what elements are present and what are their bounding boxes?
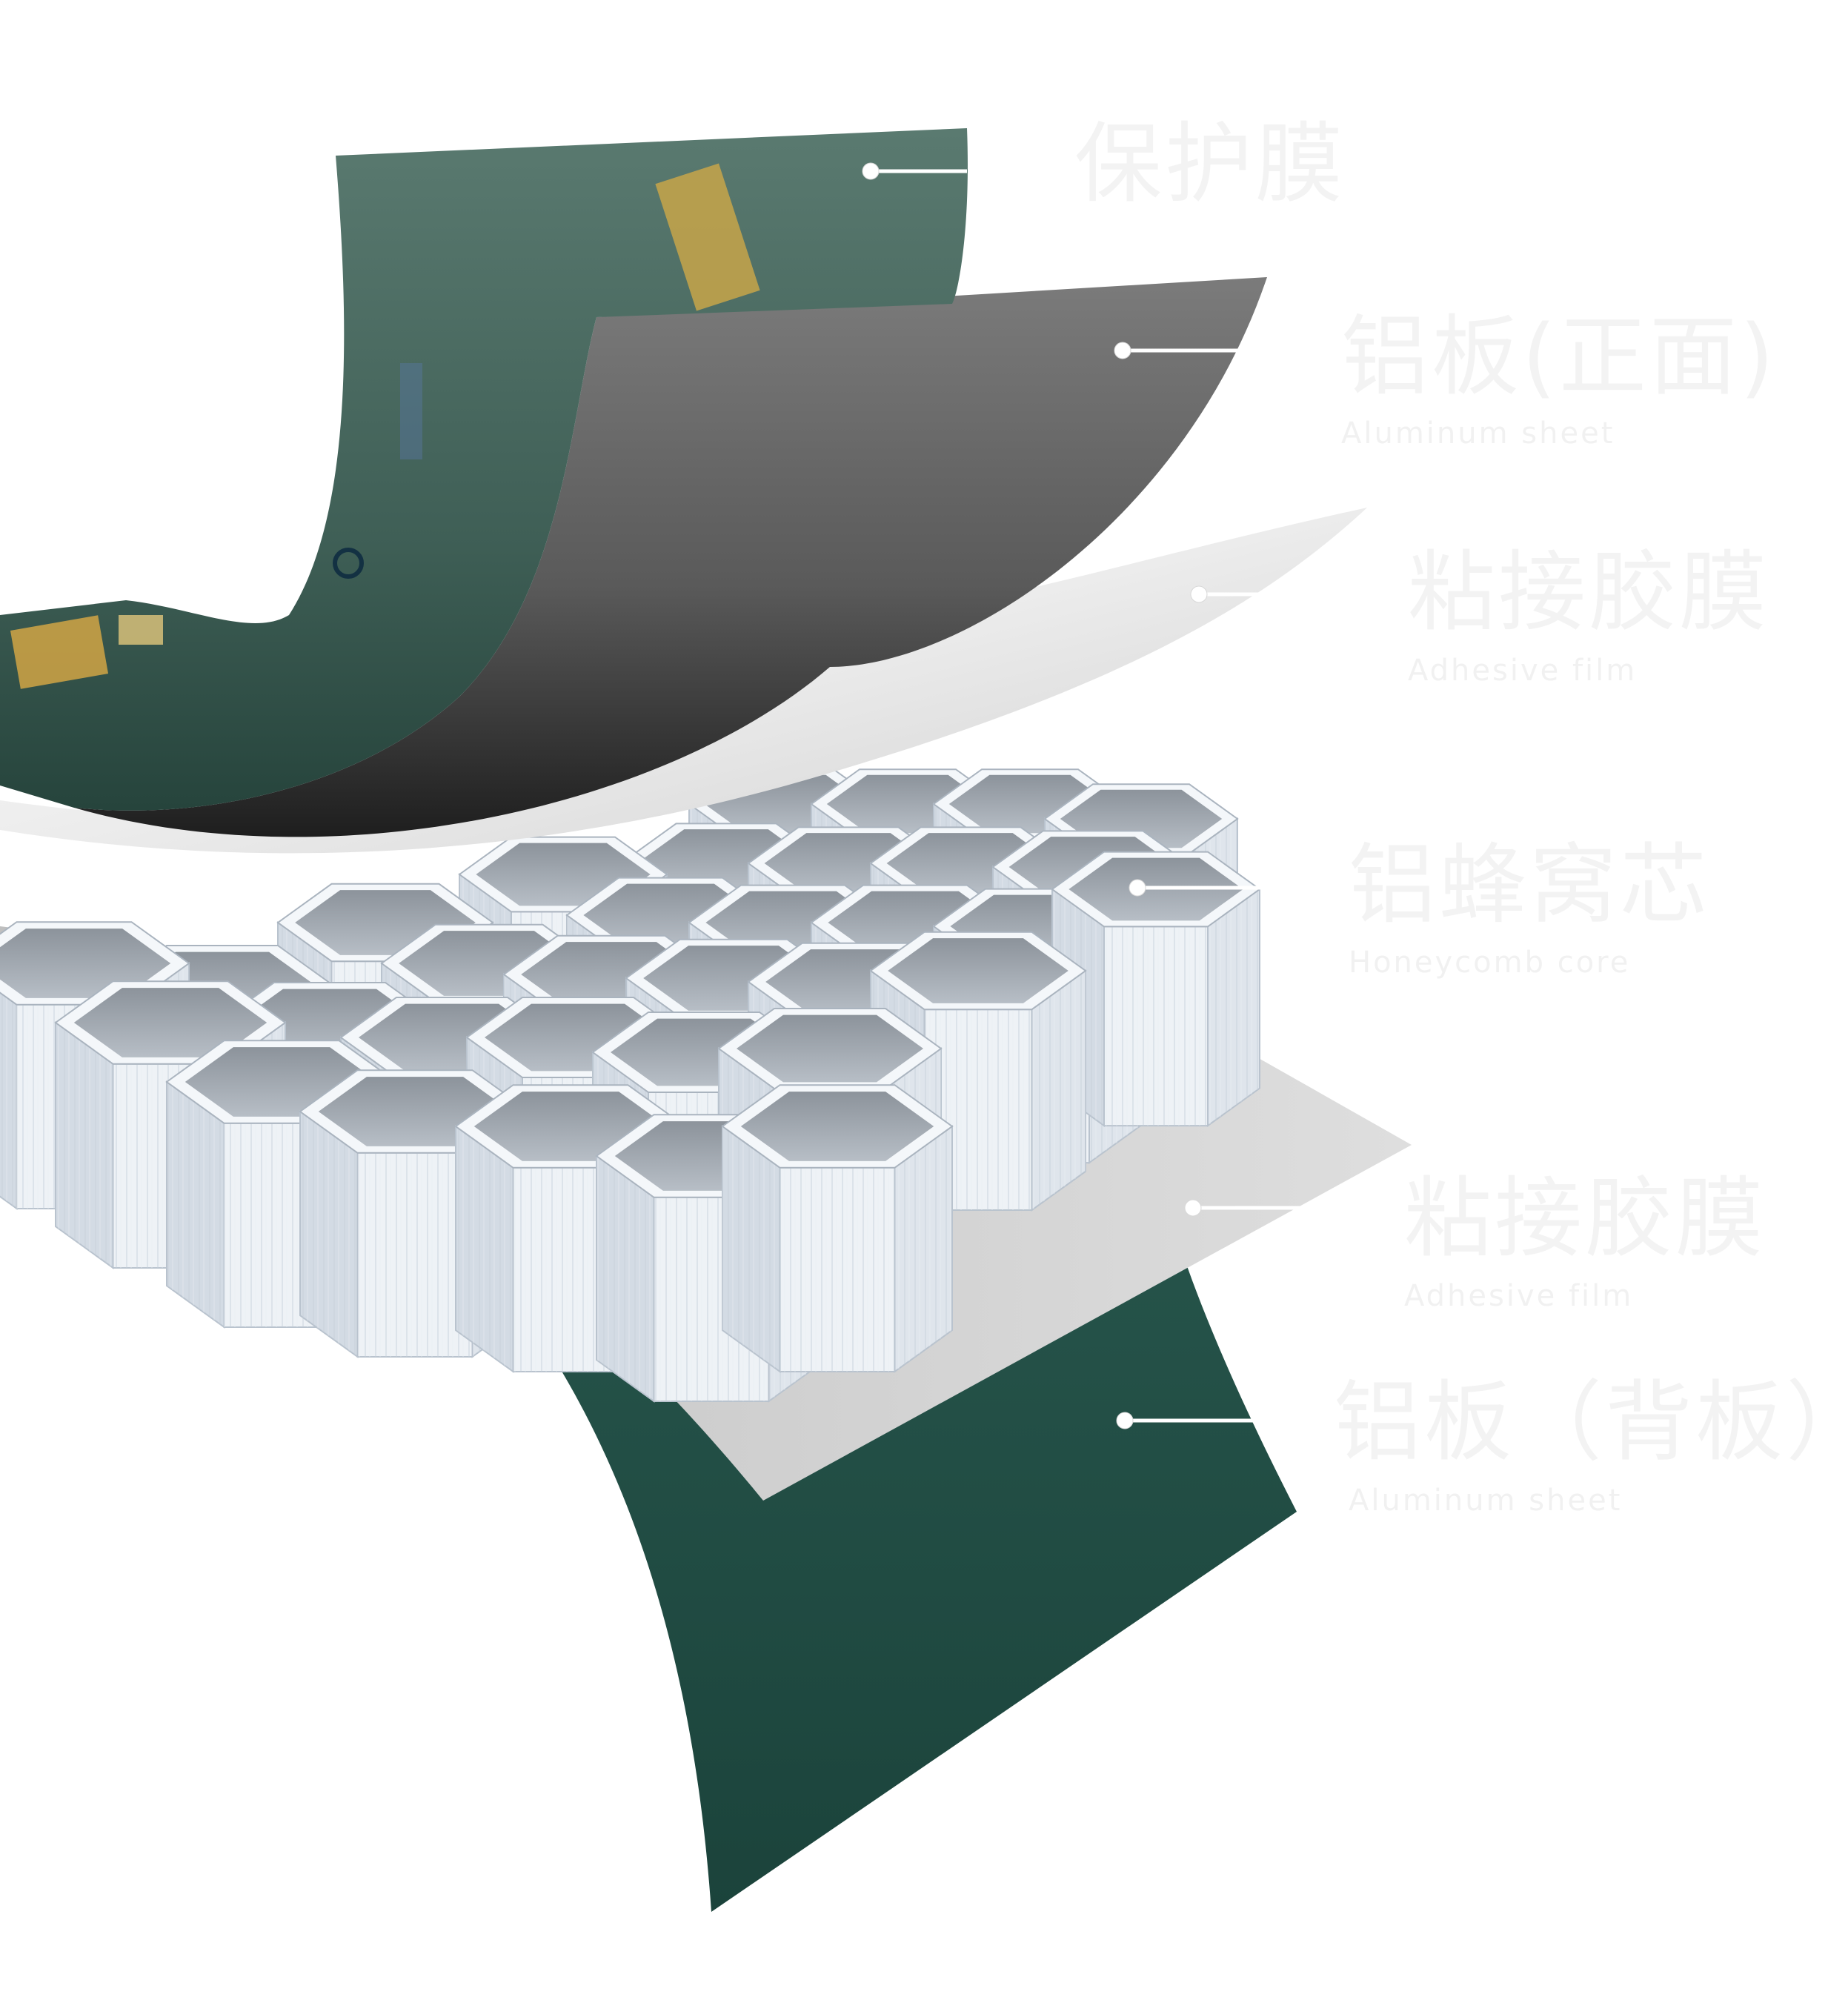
honeycomb-cell-texture [0,992,17,1209]
sublabel-top-adhesive-film: Adhesive film [1408,654,1637,688]
sublabel-bottom-aluminum-sheet: Aluminum sheet [1349,1484,1622,1518]
protective-film-print [10,163,760,689]
honeycomb-cell-texture [780,1167,895,1372]
label-bottom-aluminum-sheet: 铝板（背板） [1334,1371,1848,1473]
honeycomb-cell-opening [73,988,267,1057]
sublabel-bottom-adhesive-film: Adhesive film [1404,1279,1633,1313]
label-honeycomb-core: 铝蜂窝芯 [1349,834,1710,936]
honeycomb-cell-texture [894,1126,952,1372]
callout-lines [862,162,1393,1429]
callout-dot [1129,879,1146,897]
callout-dot [1190,585,1208,603]
honeycomb-cell-texture [56,1023,113,1268]
layer-labels: 保护膜 铝板(正面) Aluminum sheet 粘接胶膜 Adhesive … [1074,113,1848,1518]
honeycomb-cell-texture [456,1126,513,1372]
label-protective-film: 保护膜 [1074,113,1346,215]
callout-dot [1116,1412,1134,1429]
honeycomb-cell-texture [167,1082,225,1327]
label-top-aluminum-sheet: 铝板(正面) [1341,305,1777,408]
sublabel-top-aluminum-sheet: Aluminum sheet [1341,416,1615,451]
callout-dot [862,162,880,180]
honeycomb-cell-texture [1031,971,1086,1211]
honeycomb-cell-texture [1208,889,1260,1126]
honeycomb-cell [721,1084,954,1373]
label-top-adhesive-film: 粘接胶膜 [1408,541,1769,643]
honeycomb-cell-texture [300,1112,358,1357]
honeycomb-cell-texture [1104,926,1208,1126]
honeycomb-cell-opening [740,1092,934,1161]
honeycomb-cell-texture [722,1126,780,1372]
callout-dot [1114,342,1131,359]
honeycomb-cell-opening [888,938,1068,1003]
honeycomb-cell-texture [357,1152,473,1357]
honeycomb-cell-opening [737,1014,923,1083]
callout-dot [1184,1199,1202,1217]
label-bottom-adhesive-film: 粘接胶膜 [1404,1167,1766,1269]
top-aluminum-sheet [74,277,1267,837]
sublabel-honeycomb-core: Honeycomb core [1349,946,1630,980]
honeycomb-cell-texture [596,1156,654,1401]
